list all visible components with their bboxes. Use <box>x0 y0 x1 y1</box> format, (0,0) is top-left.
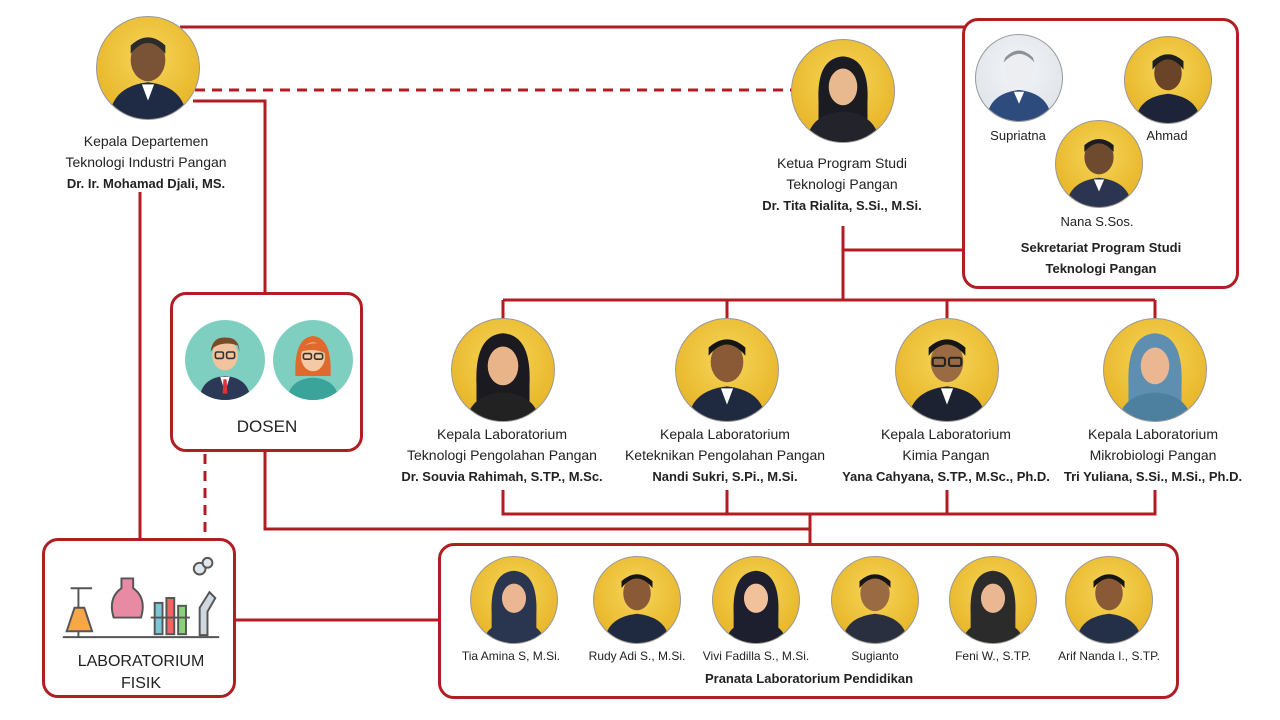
lab-head-name: Dr. Souvia Rahimah, S.TP., M.Sc. <box>401 469 603 484</box>
lab-fisik-label: LABORATORIUM FISIK <box>78 651 205 695</box>
pranata-photo <box>470 556 558 644</box>
person-portrait-icon <box>1066 139 1132 207</box>
lab-head-name: Nandi Sukri, S.Pi., M.Si. <box>652 469 798 484</box>
secretariat-photo-supriatna <box>975 34 1063 122</box>
person-portrait-icon <box>466 333 540 421</box>
secretariat-photo-ahmad <box>1124 36 1212 124</box>
person-portrait-icon <box>688 339 766 421</box>
lab-head-photo <box>675 318 779 422</box>
lab-fisik-label-line2: FISIK <box>120 675 162 692</box>
dosen-label: DOSEN <box>236 417 298 436</box>
head-role-line2: Teknologi Industri Pangan <box>65 154 227 170</box>
lab-head-caption: Kepala Laboratorium Kimia Pangan Yana Ca… <box>842 424 1050 487</box>
pranata-member-label: Feni W., S.TP. <box>955 649 1031 663</box>
lab-head-role-line2: Kimia Pangan <box>902 447 990 463</box>
secretariat-box: Supriatna Ahmad Nana S.Sos. Sekretariat … <box>962 18 1239 289</box>
male-lecturer-icon <box>185 320 265 400</box>
lab-head-name: Tri Yuliana, S.Si., M.Si., Ph.D. <box>1063 469 1243 484</box>
pranata-photo <box>1065 556 1153 644</box>
female-lecturer-icon <box>273 320 353 400</box>
lab-head-role-line1: Kepala Laboratorium <box>1088 426 1218 442</box>
pranata-box: Tia Amina S, M.Si. Rudy Adi S., M.Si. Vi… <box>438 543 1179 699</box>
person-portrait-icon <box>604 574 670 643</box>
lab-fisik-box: LABORATORIUM FISIK <box>42 538 236 698</box>
secretariat-photo-nana <box>1055 120 1143 208</box>
lab-fisik-label-line1: LABORATORIUM <box>77 653 205 670</box>
program-head-photo <box>791 39 895 143</box>
person-portrait-icon <box>109 37 187 119</box>
person-portrait-icon <box>908 339 986 421</box>
secretariat-member-label: Ahmad <box>1146 128 1188 143</box>
secretariat-title-line2: Teknologi Pangan <box>1045 261 1157 276</box>
pranata-title: Pranata Laboratorium Pendidikan <box>704 671 914 686</box>
lab-head-photo <box>1103 318 1207 422</box>
lab-head-role-line1: Kepala Laboratorium <box>660 426 790 442</box>
pranata-photo <box>949 556 1037 644</box>
program-head-name: Dr. Tita Rialita, S.Si., M.Si. <box>762 198 922 213</box>
lab-head-role-line1: Kepala Laboratorium <box>437 426 567 442</box>
dosen-box: DOSEN <box>170 292 363 452</box>
person-portrait-icon <box>962 570 1024 643</box>
person-portrait-icon <box>1135 54 1201 123</box>
pranata-photo <box>712 556 800 644</box>
secretariat-title: Sekretariat Program Studi Teknologi Pang… <box>1021 237 1181 279</box>
person-portrait-icon <box>806 56 880 142</box>
lab-head-caption: Kepala Laboratorium Teknologi Pengolahan… <box>401 424 602 487</box>
avatar-placeholder-icon <box>986 50 1052 121</box>
pranata-member-label: Vivi Fadilla S., M.Si. <box>702 649 810 663</box>
pranata-member-label: Sugianto <box>851 649 899 663</box>
lab-head-role-line2: Mikrobiologi Pangan <box>1089 447 1217 463</box>
person-portrait-icon <box>842 574 908 643</box>
secretariat-member-label: Supriatna <box>990 128 1046 143</box>
secretariat-title-line1: Sekretariat Program Studi <box>1020 240 1182 255</box>
lab-head-photo <box>895 318 999 422</box>
lab-head-caption: Kepala Laboratorium Keteknikan Pengolaha… <box>625 424 825 487</box>
head-role-line1: Kepala Departemen <box>83 133 209 149</box>
pranata-member-label: Rudy Adi S., M.Si. <box>588 649 686 663</box>
program-head-role-line2: Teknologi Pangan <box>786 176 898 192</box>
lab-head-role-line1: Kepala Laboratorium <box>881 426 1011 442</box>
program-head-caption: Ketua Program Studi Teknologi Pangan Dr.… <box>762 153 921 216</box>
pranata-photo <box>831 556 919 644</box>
person-portrait-icon <box>725 570 787 643</box>
head-photo <box>96 16 200 120</box>
lab-head-caption: Kepala Laboratorium Mikrobiologi Pangan … <box>1064 424 1242 487</box>
pranata-photo <box>593 556 681 644</box>
head-name: Dr. Ir. Mohamad Djali, MS. <box>66 176 226 191</box>
secretariat-member-label: Nana S.Sos. <box>1060 214 1134 229</box>
lab-head-photo <box>451 318 555 422</box>
person-portrait-icon <box>483 570 545 643</box>
person-portrait-icon <box>1118 333 1192 421</box>
lab-head-role-line2: Teknologi Pengolahan Pangan <box>407 447 597 463</box>
program-head-role-line1: Ketua Program Studi <box>777 155 907 171</box>
pranata-member-label: Tia Amina S, M.Si. <box>461 649 561 663</box>
person-portrait-icon <box>1076 574 1142 643</box>
pranata-member-label: Arif Nanda I., S.TP. <box>1058 649 1160 663</box>
lab-equipment-icon <box>62 556 220 639</box>
lab-head-name: Yana Cahyana, S.TP., M.Sc., Ph.D. <box>842 469 1050 484</box>
lab-head-role-line2: Keteknikan Pengolahan Pangan <box>624 447 826 463</box>
head-caption: Kepala Departemen Teknologi Industri Pan… <box>65 131 226 194</box>
